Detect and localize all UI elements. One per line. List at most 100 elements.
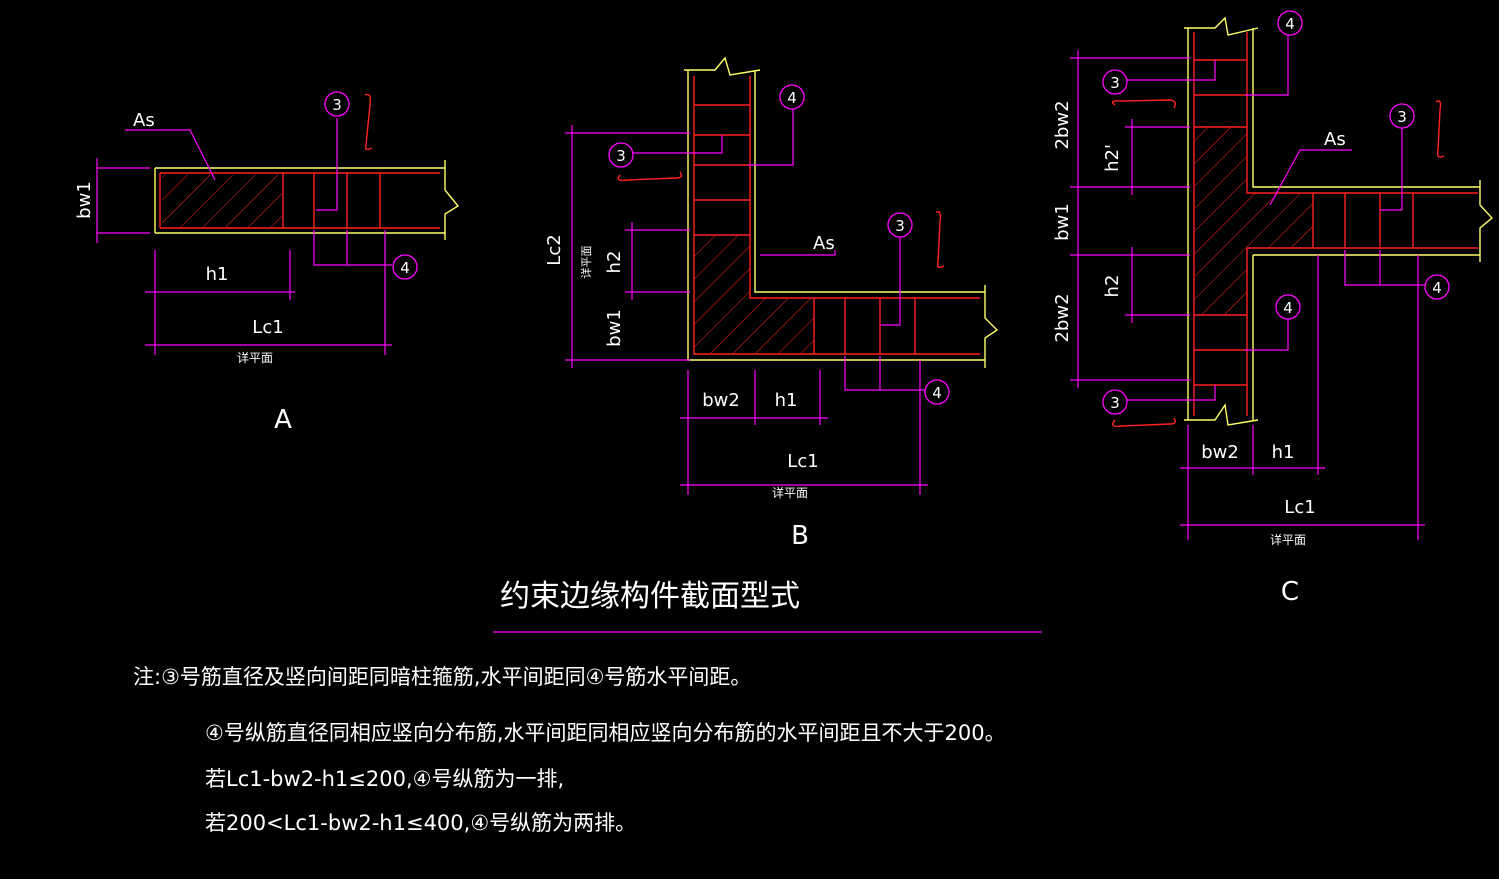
figure-label-b: B (791, 521, 809, 551)
figure-b: 3 4 3 4 As Lc2 详平面 h2 bw1 bw2 h1 Lc1 详平面… (544, 56, 999, 551)
marker-4-b-top-text: 4 (787, 89, 797, 107)
label-2bw2-c-top: 2bw2 (1052, 100, 1073, 149)
hook-a (364, 93, 373, 151)
label-lc1-c: Lc1 (1284, 497, 1315, 518)
label-lc2-b: Lc2 (544, 234, 565, 265)
marker-3-c-right-text: 3 (1397, 108, 1407, 126)
label-h1-b: h1 (775, 390, 798, 411)
marker-3-b-right-text: 3 (895, 217, 905, 235)
hook-b2 (935, 211, 945, 269)
drawing-title: 约束边缘构件截面型式 (500, 579, 800, 614)
dim-lines-a (145, 230, 392, 355)
break-line-a (444, 160, 460, 240)
label-bw1-c: bw1 (1052, 203, 1073, 241)
label-bw1-b: bw1 (604, 309, 625, 347)
break-line-bottom-c (1184, 403, 1259, 426)
marker-3-c-top-text: 3 (1110, 74, 1120, 92)
leader-3-a (316, 118, 338, 211)
marker-4-c-top (1277, 10, 1303, 36)
marker-4-c-mid (1275, 294, 1301, 320)
wall-outline-a (154, 167, 445, 234)
label-h1-c: h1 (1272, 442, 1295, 463)
marker-3-a-text: 3 (332, 96, 342, 114)
marker-3-c-top (1102, 69, 1128, 95)
label-2bw2-c-bottom: 2bw2 (1052, 293, 1073, 342)
hook-b1 (617, 171, 683, 182)
marker-4-c-mid-text: 4 (1283, 299, 1293, 317)
leader-as-b (760, 250, 836, 256)
label-detail-a: 详平面 (237, 350, 273, 365)
label-bw1-a: bw1 (74, 181, 95, 219)
label-as-c: As (1324, 129, 1346, 150)
label-h2-b: h2 (604, 251, 625, 274)
marker-3-b-right (887, 212, 913, 238)
leaders-top-b (633, 108, 794, 166)
dim-outer-c (1070, 50, 1190, 388)
leader-4-b (844, 356, 925, 391)
leader-as-c (1269, 149, 1352, 206)
hatch-horz-c (1247, 193, 1313, 248)
marker-4-c-right-text: 4 (1432, 279, 1442, 297)
label-as-a: As (133, 110, 155, 131)
dim-vertical-b (565, 125, 690, 368)
dim-horizontal-c (1180, 255, 1425, 540)
hatch-vert-b (694, 235, 750, 353)
ties-vert-c (1194, 59, 1247, 386)
label-h2-c: h2 (1102, 275, 1123, 298)
label-h2p-c: h2' (1102, 144, 1123, 172)
break-line-right-b (984, 285, 999, 368)
label-detail-b-vert: 详平面 (579, 246, 593, 279)
figure-a: 3 4 As bw1 h1 Lc1 详平面 A (74, 91, 460, 435)
break-line-right-c (1479, 180, 1494, 262)
dim-inner-c (1125, 119, 1190, 323)
marker-3-c-right (1389, 103, 1415, 129)
hatch-area-a (162, 175, 282, 227)
leader-3-c (1380, 128, 1403, 211)
figure-label-a: A (274, 405, 292, 435)
ties-horz-b (844, 298, 916, 354)
dim-bw1-a (96, 158, 150, 243)
marker-4-b-top (779, 84, 805, 110)
figure-label-c: C (1281, 577, 1299, 607)
hatch-horz-b (750, 298, 814, 353)
figure-c: 4 3 3 4 4 3 As 2bw2 bw1 2bw2 h2' h2 bw2 … (1052, 10, 1494, 607)
wall-outline-c (1187, 28, 1480, 420)
marker-4-c-right (1424, 274, 1450, 300)
marker-4-b-bottom-text: 4 (932, 384, 942, 402)
hook-c3 (1435, 100, 1445, 158)
marker-4-a-text: 4 (400, 259, 410, 277)
label-as-b: As (813, 233, 835, 254)
rebar-b (693, 76, 980, 355)
break-line-top-b (684, 56, 761, 76)
dim-horizontal-b (680, 360, 928, 495)
leader-4-a (313, 230, 392, 266)
label-detail-b: 详平面 (772, 485, 808, 500)
marker-4-b-bottom (924, 379, 950, 405)
marker-3-a (324, 91, 350, 117)
marker-4-a (392, 254, 418, 280)
label-detail-c: 详平面 (1270, 532, 1306, 547)
note-line-2: ④号纵筋直径同相应竖向分布筋,水平间距同相应竖向分布筋的水平间距且不大于200。 (205, 721, 1006, 745)
label-lc1-a: Lc1 (252, 317, 283, 338)
rebar-a (159, 172, 440, 229)
break-line-top-c (1184, 16, 1259, 36)
ties-a (313, 173, 381, 228)
leaders-bottom-c (1125, 318, 1289, 401)
label-bw2-b: bw2 (702, 390, 740, 411)
leader-as-a (125, 129, 216, 181)
marker-3-b-left (608, 142, 634, 168)
label-bw2-c: bw2 (1201, 442, 1239, 463)
hook-c2 (1112, 417, 1177, 428)
note-line-4: 若200<Lc1-bw2-h1≤400,④号纵筋为两排。 (205, 811, 636, 835)
leader-4-c (1344, 250, 1430, 286)
leader-3-b (880, 237, 901, 326)
hook-c1 (1112, 99, 1177, 109)
label-h1-a: h1 (206, 264, 229, 285)
label-lc1-b: Lc1 (787, 451, 818, 472)
marker-3-c-bottom-text: 3 (1110, 394, 1120, 412)
marker-3-c-bottom (1102, 389, 1128, 415)
hatch-vert-c (1195, 127, 1247, 315)
marker-3-b-left-text: 3 (616, 147, 626, 165)
